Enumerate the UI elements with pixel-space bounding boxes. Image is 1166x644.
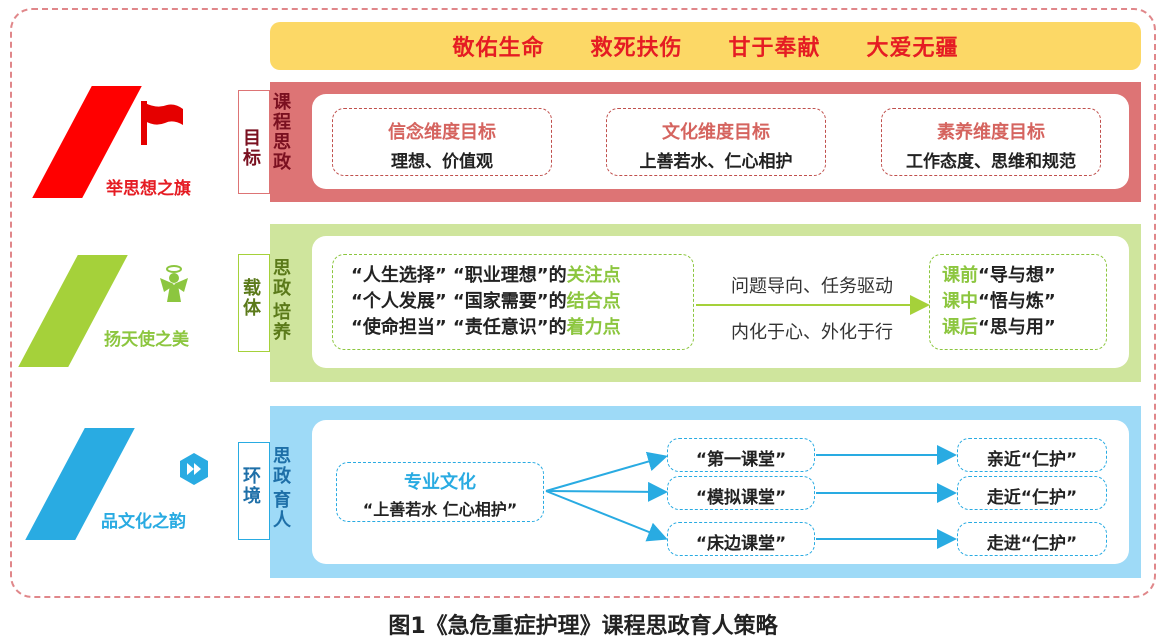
slogan-ideology: 举思想之旗 xyxy=(106,179,191,199)
label-r1-col-left: 目标 xyxy=(243,128,261,169)
result-box-1: 亲近“仁护” xyxy=(957,438,1107,472)
goal-box-literacy: 素养维度目标 工作态度、思维和规范 xyxy=(881,108,1101,176)
label-carrier: 思政 载体 培养 xyxy=(238,254,291,352)
classroom-3-label: “床边课堂” xyxy=(695,534,787,554)
method-text-bottom: 内化于心、外化于行 xyxy=(731,322,893,343)
stage-line-3-label: 课后 xyxy=(942,317,978,338)
stage-line-1: 课前“导与想” xyxy=(942,263,1106,289)
stage-line-1-text: “导与想” xyxy=(978,265,1056,286)
panel-course-goals-inner: 信念维度目标 理想、价值观 文化维度目标 上善若水、仁心相护 素养维度目标 工作… xyxy=(312,94,1129,189)
focus-line-1-highlight: 关注点 xyxy=(566,265,621,286)
slogan-culture: 品文化之韵 xyxy=(101,512,186,532)
label-r3-col-left: 环境 xyxy=(243,466,261,507)
result-2-label: 走近“仁护” xyxy=(986,488,1078,508)
source-to-class1-arrow xyxy=(545,451,668,492)
red-flag-icon xyxy=(141,101,185,145)
stage-line-1-label: 课前 xyxy=(942,265,978,286)
stage-line-2-text: “悟与炼” xyxy=(978,291,1056,312)
culture-source-box: 专业文化 “上善若水 仁心相护” xyxy=(336,462,544,522)
classroom-1-label: “第一课堂” xyxy=(695,450,787,470)
banner-item-4: 大爱无疆 xyxy=(866,36,959,61)
focus-line-1: “人生选择” “职业理想”的关注点 xyxy=(351,263,693,289)
panel-carrier-inner: “人生选择” “职业理想”的关注点 “个人发展” “国家需要”的结合点 “使命担… xyxy=(312,236,1129,368)
classroom-box-3: “床边课堂” xyxy=(667,522,815,556)
goal-belief-text: 理想、价值观 xyxy=(391,152,493,172)
label-r2-col-right2: 培养 xyxy=(273,302,291,343)
banner-item-3: 甘于奉献 xyxy=(728,36,821,61)
label-r2-col-left: 载体 xyxy=(243,278,261,319)
stage-line-3-text: “思与用” xyxy=(978,317,1056,338)
focus-points-box: “人生选择” “职业理想”的关注点 “个人发展” “国家需要”的结合点 “使命担… xyxy=(332,254,694,350)
result-box-2: 走近“仁护” xyxy=(957,476,1107,510)
panel-course-goals: 信念维度目标 理想、价值观 文化维度目标 上善若水、仁心相护 素养维度目标 工作… xyxy=(270,82,1141,202)
focus-line-1-text: “人生选择” “职业理想”的 xyxy=(351,265,567,286)
panel-environment-inner: 专业文化 “上善若水 仁心相护” “第一课堂” “模拟课堂” “床边课堂” 亲近… xyxy=(312,420,1129,564)
result-box-3: 走进“仁护” xyxy=(957,522,1107,556)
focus-line-2-highlight: 结合点 xyxy=(566,291,621,312)
classroom-2-label: “模拟课堂” xyxy=(695,488,787,508)
focus-line-3-highlight: 着力点 xyxy=(566,317,621,338)
goal-belief-title: 信念维度目标 xyxy=(388,122,496,143)
banner-item-2: 救死扶伤 xyxy=(590,36,683,61)
goal-literacy-title: 素养维度目标 xyxy=(937,122,1045,143)
culture-source-text: “上善若水 仁心相护” xyxy=(362,500,518,519)
goal-box-belief: 信念维度目标 理想、价值观 xyxy=(332,108,552,176)
label-r1-col-right2: 思政 xyxy=(273,132,291,173)
panel-environment: 专业文化 “上善若水 仁心相护” “第一课堂” “模拟课堂” “床边课堂” 亲近… xyxy=(270,406,1141,578)
stage-line-2-label: 课中 xyxy=(942,291,978,312)
stage-box: 课前“导与想” 课中“悟与炼” 课后“思与用” xyxy=(929,254,1107,350)
slogan-angel: 扬天使之美 xyxy=(104,330,189,350)
culture-emblem-icon xyxy=(177,452,211,486)
label-r3-col-right: 思政 xyxy=(273,446,291,487)
label-r1-col-right: 课程 xyxy=(273,92,291,133)
focus-line-2: “个人发展” “国家需要”的结合点 xyxy=(351,289,693,315)
focus-line-3: “使命担当” “责任意识”的着力点 xyxy=(351,315,693,341)
outer-frame xyxy=(10,8,1156,598)
goal-box-culture: 文化维度目标 上善若水、仁心相护 xyxy=(606,108,826,176)
goal-culture-title: 文化维度目标 xyxy=(662,122,770,143)
source-to-class3-arrow xyxy=(545,490,668,542)
label-environment: 思政 环境 育人 xyxy=(238,442,291,540)
classroom-box-1: “第一课堂” xyxy=(667,438,815,472)
figure-caption: 图1《急危重症护理》课程思政育人策略 xyxy=(388,614,778,639)
culture-source-title: 专业文化 xyxy=(404,472,476,493)
stage-line-2: 课中“悟与炼” xyxy=(942,289,1106,315)
source-to-class2-arrow xyxy=(545,481,668,502)
label-course-goals: 课程 目标 思政 xyxy=(238,90,291,194)
goal-literacy-text: 工作态度、思维和规范 xyxy=(906,152,1076,172)
focus-line-3-text: “使命担当” “责任意识”的 xyxy=(351,317,567,338)
result-1-label: 亲近“仁护” xyxy=(986,450,1078,470)
panel-carrier: “人生选择” “职业理想”的关注点 “个人发展” “国家需要”的结合点 “使命担… xyxy=(270,224,1141,382)
banner-item-1: 敬佑生命 xyxy=(452,36,545,61)
goal-culture-text: 上善若水、仁心相护 xyxy=(639,152,793,172)
angel-icon xyxy=(156,264,192,304)
focus-line-2-text: “个人发展” “国家需要”的 xyxy=(351,291,567,312)
stage-line-3: 课后“思与用” xyxy=(942,315,1106,341)
method-text-top: 问题导向、任务驱动 xyxy=(731,276,893,297)
classroom-box-2: “模拟课堂” xyxy=(667,476,815,510)
result-3-label: 走进“仁护” xyxy=(986,534,1078,554)
label-r2-col-right: 思政 xyxy=(273,258,291,299)
slogan-banner: 敬佑生命 救死扶伤 甘于奉献 大爱无疆 xyxy=(270,22,1141,70)
label-r3-col-right2: 育人 xyxy=(273,490,291,531)
